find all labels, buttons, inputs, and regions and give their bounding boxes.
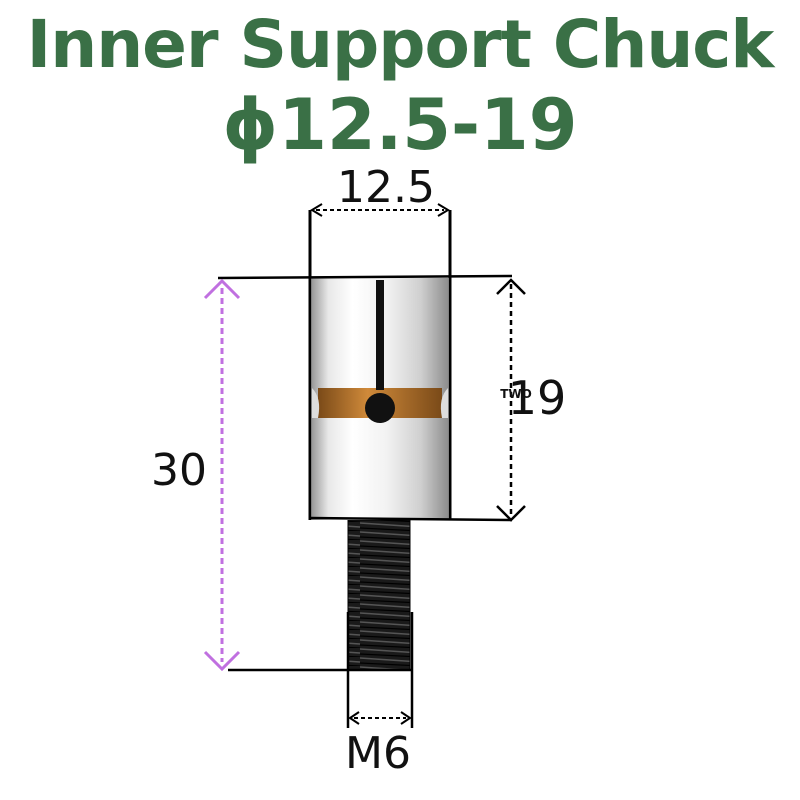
body-height-arrow-top bbox=[496, 278, 526, 295]
top-width-arrow-left bbox=[310, 203, 323, 217]
top-width-arrow-right bbox=[437, 203, 450, 217]
thread-arrow-right bbox=[400, 711, 412, 725]
title-line-1: Inner Support Chuck bbox=[26, 6, 775, 83]
top-width-label: 12.5 bbox=[337, 162, 435, 213]
body-height-arrow-bottom bbox=[496, 505, 526, 522]
watermark-text: TWO bbox=[500, 387, 532, 401]
total-length-arrow-bottom bbox=[203, 650, 241, 672]
total-length-arrow-top bbox=[203, 278, 241, 300]
thread-label: M6 bbox=[345, 728, 411, 779]
body-bottom-line bbox=[309, 516, 513, 522]
top-extension-line bbox=[217, 274, 513, 280]
thread-arrow-left bbox=[348, 711, 360, 725]
slot-band-edge-right bbox=[440, 388, 448, 418]
body-height-label: 19 bbox=[508, 371, 567, 425]
title-line-2: ϕ12.5-19 bbox=[222, 84, 578, 166]
cross-hole bbox=[365, 393, 395, 423]
slot-band-edge-left bbox=[312, 388, 320, 418]
total-length-label: 30 bbox=[151, 445, 207, 496]
threaded-shank bbox=[348, 520, 410, 670]
vertical-slit bbox=[376, 280, 384, 390]
